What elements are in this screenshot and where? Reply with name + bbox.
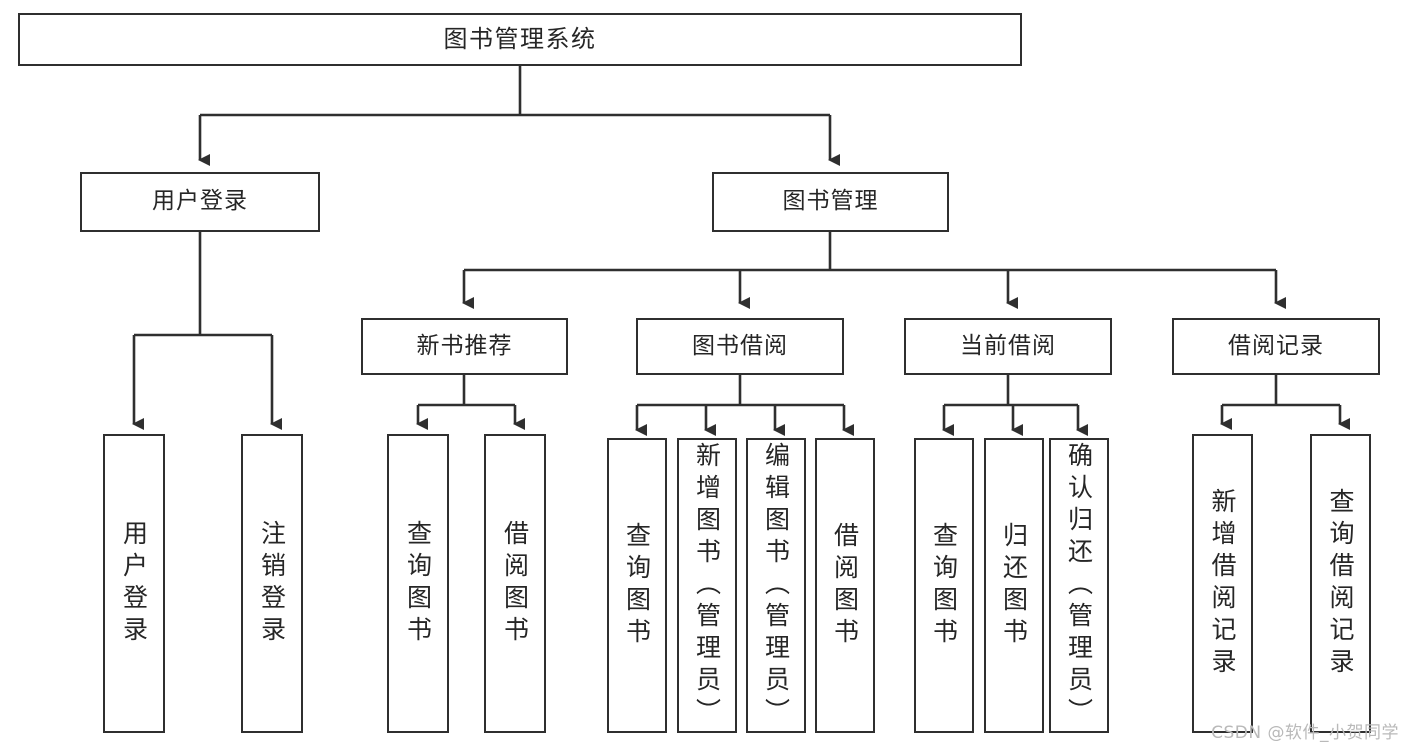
node-leaf-confirm-return-label: 确认归还（管理员） (1064, 441, 1094, 730)
node-leaf-user-login-label: 用户登录 (119, 519, 149, 648)
node-borrow-record-label: 借阅记录 (1228, 332, 1324, 359)
node-leaf-query-book-2-label: 查询图书 (622, 521, 652, 650)
node-leaf-query-book-1[interactable]: 查询图书 (387, 434, 449, 733)
node-new-book-recommend-label: 新书推荐 (416, 332, 513, 359)
node-leaf-edit-book-label: 编辑图书（管理员） (761, 441, 791, 730)
node-leaf-query-book-2[interactable]: 查询图书 (607, 438, 667, 733)
node-user-login-label: 用户登录 (152, 188, 248, 215)
node-leaf-logout-login-label: 注销登录 (257, 519, 287, 648)
node-leaf-query-borrow-record[interactable]: 查询借阅记录 (1310, 434, 1371, 733)
node-leaf-query-book-3[interactable]: 查询图书 (914, 438, 974, 733)
node-root[interactable]: 图书管理系统 (18, 13, 1022, 66)
node-leaf-borrow-book-2[interactable]: 借阅图书 (815, 438, 875, 733)
node-borrow-record[interactable]: 借阅记录 (1172, 318, 1380, 375)
node-leaf-query-book-1-label: 查询图书 (403, 519, 433, 648)
node-leaf-add-borrow-record-label: 新增借阅记录 (1208, 487, 1237, 680)
node-book-borrow[interactable]: 图书借阅 (636, 318, 844, 375)
node-leaf-add-book-label: 新增图书（管理员） (692, 441, 722, 730)
node-leaf-add-borrow-record[interactable]: 新增借阅记录 (1192, 434, 1253, 733)
node-leaf-logout-login[interactable]: 注销登录 (241, 434, 303, 733)
node-book-manage[interactable]: 图书管理 (712, 172, 949, 232)
node-leaf-borrow-book-1-label: 借阅图书 (500, 519, 530, 648)
node-leaf-return-book-label: 归还图书 (999, 521, 1029, 650)
watermark: CSDN @软件_小贺同学 (1211, 723, 1399, 743)
node-root-label: 图书管理系统 (443, 25, 597, 54)
node-leaf-query-book-3-label: 查询图书 (929, 521, 959, 650)
node-leaf-add-book[interactable]: 新增图书（管理员） (677, 438, 737, 733)
node-new-book-recommend[interactable]: 新书推荐 (361, 318, 568, 375)
node-leaf-query-borrow-record-label: 查询借阅记录 (1326, 487, 1355, 680)
node-leaf-return-book[interactable]: 归还图书 (984, 438, 1044, 733)
node-book-borrow-label: 图书借阅 (692, 332, 788, 359)
node-leaf-borrow-book-2-label: 借阅图书 (830, 521, 860, 650)
node-current-borrow[interactable]: 当前借阅 (904, 318, 1112, 375)
node-user-login[interactable]: 用户登录 (80, 172, 320, 232)
node-book-manage-label: 图书管理 (782, 188, 879, 215)
node-leaf-confirm-return[interactable]: 确认归还（管理员） (1049, 438, 1109, 733)
node-leaf-borrow-book-1[interactable]: 借阅图书 (484, 434, 546, 733)
node-current-borrow-label: 当前借阅 (960, 332, 1056, 359)
node-leaf-user-login[interactable]: 用户登录 (103, 434, 165, 733)
node-leaf-edit-book[interactable]: 编辑图书（管理员） (746, 438, 806, 733)
